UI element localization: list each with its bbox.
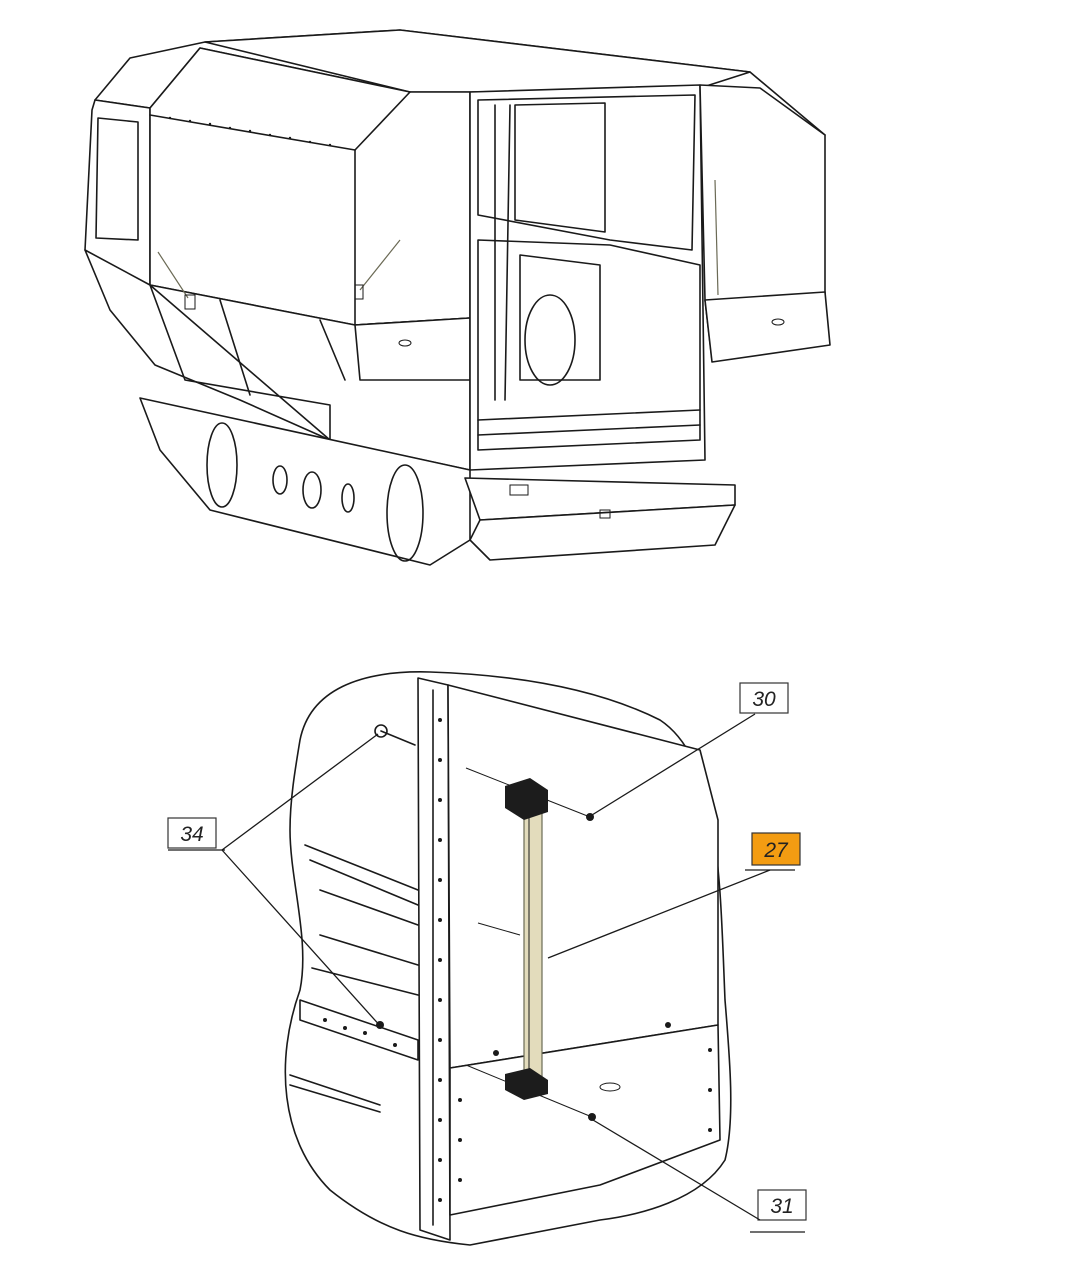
callout-30-label: 30: [752, 688, 776, 711]
callout-30: 30: [591, 682, 789, 816]
cab-assembly-illustration: [84, 29, 831, 566]
detail-view-boundary: [284, 671, 732, 1246]
detail-main-panel: [447, 684, 719, 1069]
callout-27-box: [751, 832, 801, 866]
leader-27: [547, 869, 771, 959]
lower-panel-rivets: [458, 1022, 712, 1182]
detail-vertical-post: [417, 677, 451, 1241]
handle-detail-illustration: [284, 671, 732, 1246]
leader-34-a: [221, 733, 379, 851]
callout-34-label: 34: [180, 823, 203, 846]
callout-34-box: [167, 817, 217, 849]
grab-handle-27: [505, 778, 548, 1100]
leader-30: [591, 713, 756, 816]
callout-31-label: 31: [770, 1195, 793, 1218]
detail-left-structure: [289, 844, 419, 1113]
screw-34: [374, 724, 388, 738]
post-rivets: [438, 718, 442, 1202]
callout-31-box: [757, 1189, 807, 1221]
callout-34: 34: [167, 733, 383, 1029]
callout-27: 27: [547, 832, 801, 959]
callout-27-label: 27: [763, 839, 789, 862]
leader-31: [592, 1119, 761, 1221]
callout-31: 31: [592, 1119, 807, 1233]
rivet-row-top: [168, 116, 332, 147]
callout-30-box: [739, 682, 789, 714]
callouts: 30 27 34 31: [167, 682, 807, 1233]
leader-34-b: [221, 849, 383, 1029]
